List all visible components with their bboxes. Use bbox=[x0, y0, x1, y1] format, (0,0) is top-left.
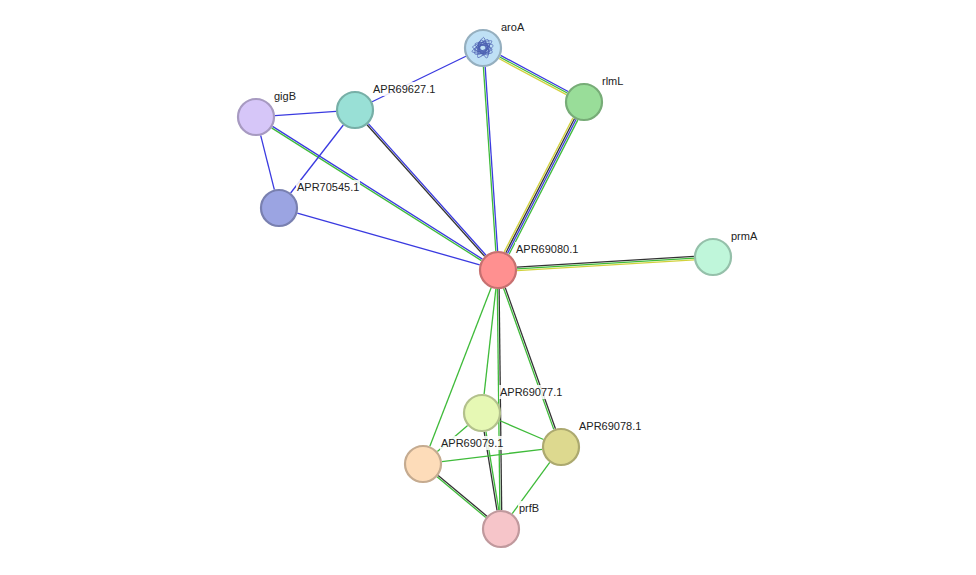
node-label: APR70545.1 bbox=[296, 180, 360, 194]
node-circle bbox=[693, 237, 733, 277]
interaction-edge bbox=[499, 55, 568, 94]
node-disc bbox=[480, 252, 516, 288]
node-label: gigB bbox=[273, 89, 297, 103]
interaction-edge bbox=[372, 56, 466, 101]
protein-node: APR69078.1 bbox=[541, 427, 581, 467]
evidence-line bbox=[372, 56, 466, 101]
node-disc bbox=[405, 446, 441, 482]
node-circle bbox=[462, 393, 502, 433]
protein-node: APR69079.1 bbox=[403, 444, 443, 484]
evidence-line bbox=[297, 213, 479, 265]
evidence-line bbox=[507, 119, 576, 253]
interaction-edge bbox=[483, 67, 497, 251]
structure-trace bbox=[472, 37, 493, 58]
node-circle bbox=[236, 97, 276, 137]
protein-node: rlmL bbox=[564, 82, 604, 122]
evidence-line bbox=[483, 67, 495, 251]
evidence-line bbox=[442, 449, 542, 461]
evidence-line bbox=[367, 125, 485, 257]
node-disc bbox=[464, 395, 500, 431]
evidence-line bbox=[504, 288, 554, 429]
interaction-edge bbox=[504, 288, 556, 430]
evidence-line bbox=[497, 289, 500, 510]
evidence-line bbox=[504, 118, 573, 252]
node-disc bbox=[261, 190, 297, 226]
node-circle bbox=[335, 90, 375, 130]
interaction-edge bbox=[484, 289, 496, 394]
evidence-line bbox=[275, 111, 336, 115]
evidence-line bbox=[437, 477, 486, 518]
evidence-line bbox=[438, 475, 487, 516]
node-label: APR69627.1 bbox=[372, 82, 436, 96]
protein-node: gigB bbox=[236, 97, 276, 137]
protein-node: APR69627.1 bbox=[335, 90, 375, 130]
evidence-line bbox=[506, 119, 575, 253]
node-label: prfB bbox=[518, 501, 540, 515]
node-disc bbox=[483, 511, 519, 547]
interaction-edge bbox=[497, 289, 501, 510]
node-label: APR69077.1 bbox=[499, 385, 563, 399]
interaction-edge bbox=[504, 118, 577, 255]
protein-node: prmA bbox=[693, 237, 733, 277]
protein-node: aroA bbox=[463, 28, 503, 68]
interaction-edge bbox=[272, 126, 483, 260]
evidence-line bbox=[272, 128, 482, 261]
node-circle bbox=[564, 82, 604, 122]
node-disc bbox=[695, 239, 731, 275]
evidence-line bbox=[501, 55, 568, 91]
node-label: APR69080.1 bbox=[515, 242, 579, 256]
interaction-edge bbox=[297, 213, 479, 265]
node-disc bbox=[543, 429, 579, 465]
node-disc bbox=[238, 99, 274, 135]
protein-node: APR69077.1 bbox=[462, 393, 502, 433]
interaction-edge bbox=[517, 256, 694, 270]
evidence-line bbox=[499, 421, 543, 440]
interaction-edge bbox=[437, 475, 487, 517]
node-circle bbox=[259, 188, 299, 228]
evidence-line bbox=[505, 288, 555, 429]
node-label: rlmL bbox=[601, 74, 624, 88]
evidence-line bbox=[517, 260, 694, 271]
interaction-edge bbox=[367, 124, 486, 257]
node-disc bbox=[465, 30, 501, 66]
evidence-line bbox=[261, 135, 275, 189]
node-circle bbox=[463, 28, 503, 68]
interaction-edge bbox=[442, 449, 542, 461]
evidence-line bbox=[273, 126, 483, 259]
evidence-line bbox=[485, 67, 497, 251]
node-label: APR69079.1 bbox=[440, 436, 504, 450]
interaction-edge bbox=[275, 111, 336, 115]
evidence-line bbox=[368, 124, 486, 256]
interaction-edge bbox=[499, 421, 543, 440]
node-circle bbox=[481, 509, 521, 549]
evidence-line bbox=[499, 59, 566, 95]
evidence-line bbox=[500, 57, 567, 93]
node-circle bbox=[541, 427, 581, 467]
structure-image bbox=[472, 37, 493, 58]
evidence-line bbox=[484, 289, 496, 394]
protein-node: APR70545.1 bbox=[259, 188, 299, 228]
interaction-edge bbox=[261, 135, 275, 189]
evidence-line bbox=[517, 258, 694, 269]
node-label: aroA bbox=[500, 20, 525, 34]
node-label: prmA bbox=[730, 229, 758, 243]
node-disc bbox=[337, 92, 373, 128]
protein-node: APR69080.1 bbox=[478, 250, 518, 290]
node-disc bbox=[566, 84, 602, 120]
evidence-line bbox=[509, 120, 578, 254]
protein-node: prfB bbox=[481, 509, 521, 549]
node-label: APR69078.1 bbox=[578, 419, 642, 433]
node-circle bbox=[403, 444, 443, 484]
node-circle bbox=[478, 250, 518, 290]
